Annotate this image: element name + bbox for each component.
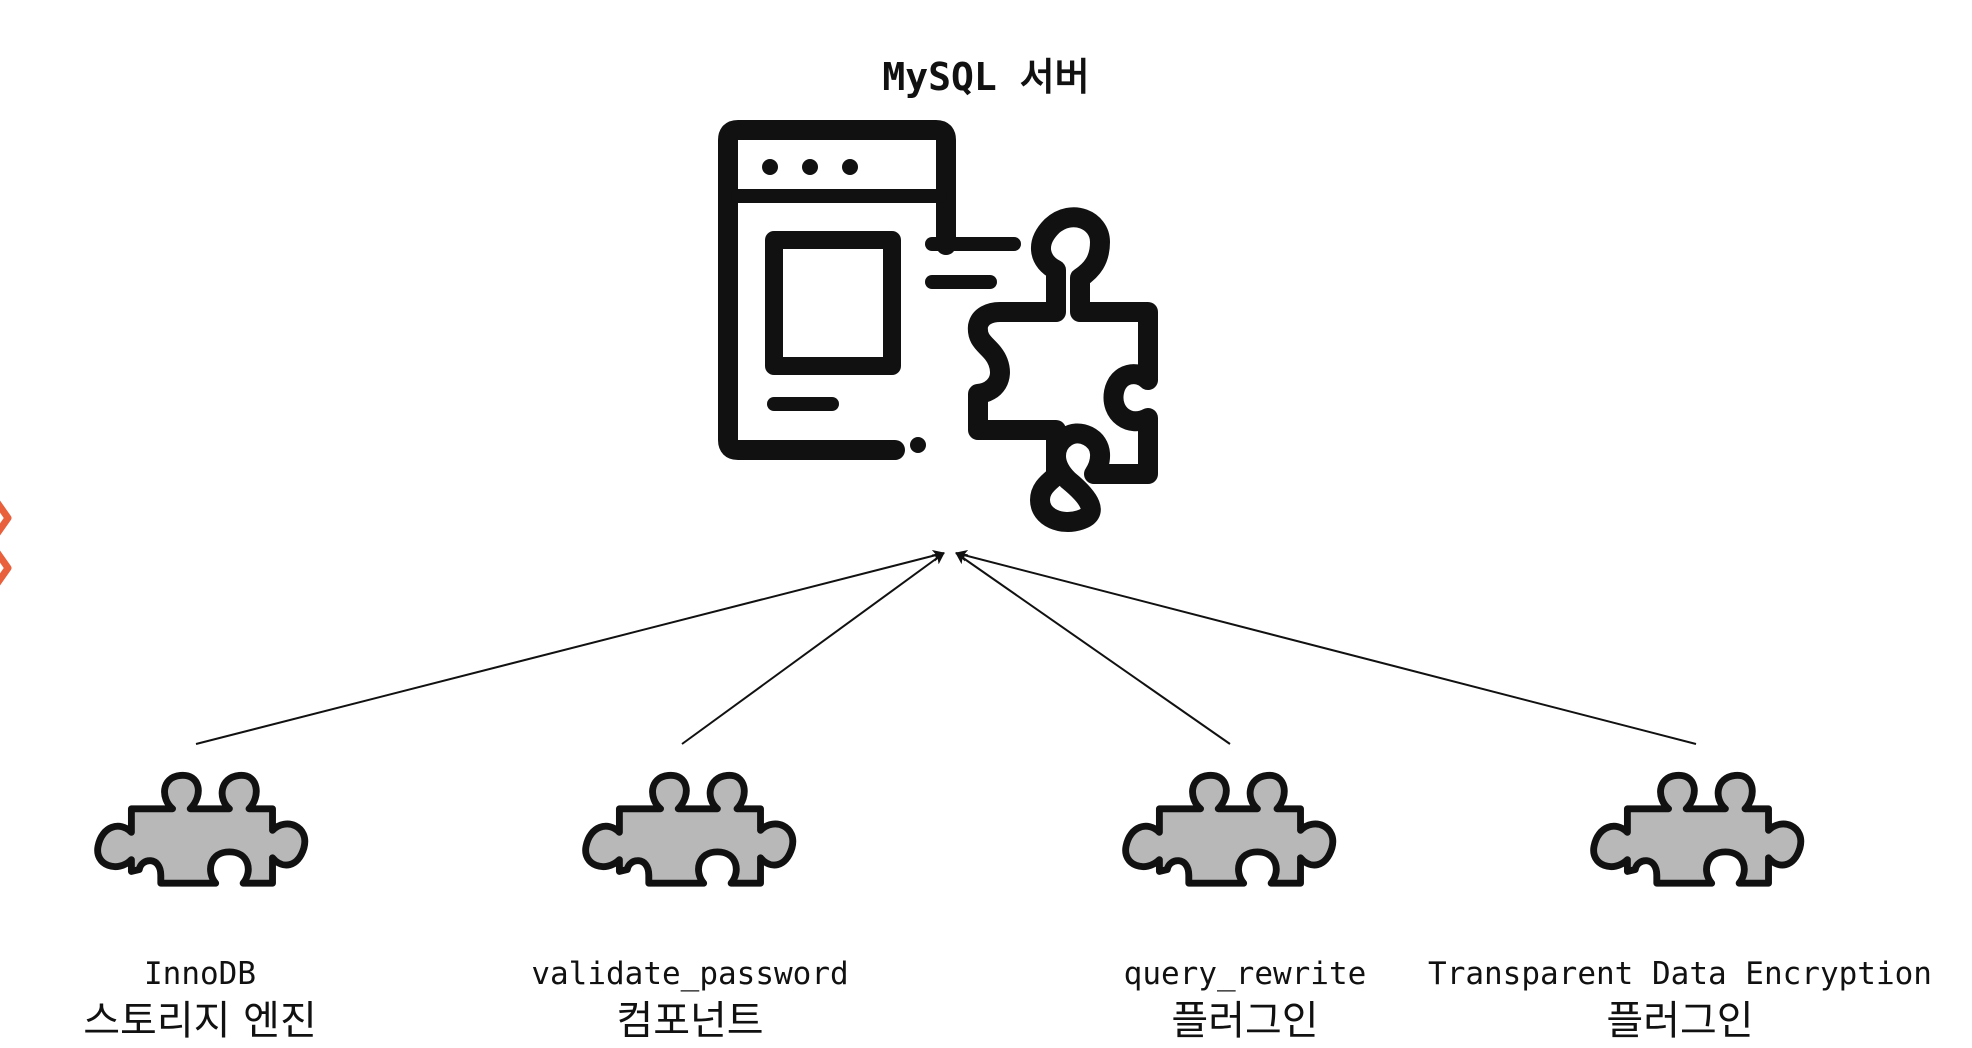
arrow-query-rewrite bbox=[955, 552, 1231, 745]
plugin-kind: 플러그인 bbox=[1171, 997, 1319, 1044]
plugin-name: Transparent Data Encryption bbox=[1428, 956, 1932, 992]
arrow-innodb bbox=[195, 549, 945, 745]
arrow-validate-password bbox=[681, 552, 945, 745]
plugin-kind: 컴포넌트 bbox=[616, 997, 764, 1044]
plugin-name: query_rewrite bbox=[1123, 956, 1367, 992]
plugin-label-query-rewrite: query_rewrite 플러그인 bbox=[1060, 955, 1430, 1046]
plugin-kind: 플러그인 bbox=[1606, 997, 1754, 1044]
puzzle-piece-icon bbox=[1594, 775, 1801, 883]
plugin-label-validate-password: validate_password 컴포넌트 bbox=[470, 955, 910, 1046]
plugin-kind: 스토리지 엔진 bbox=[83, 997, 317, 1044]
edge-chevron-decoration bbox=[0, 500, 12, 586]
plugin-name: validate_password bbox=[531, 956, 849, 992]
puzzle-piece-icon bbox=[1126, 775, 1333, 883]
plugin-label-innodb: InnoDB 스토리지 엔진 bbox=[30, 955, 370, 1046]
server-window-puzzle-icon bbox=[718, 120, 1158, 532]
plugin-name: InnoDB bbox=[144, 956, 256, 992]
plugin-label-tde: Transparent Data Encryption 플러그인 bbox=[1400, 955, 1960, 1046]
arrow-tde bbox=[955, 549, 1697, 745]
puzzle-piece-icon bbox=[586, 775, 793, 883]
puzzle-piece-icon bbox=[98, 775, 305, 883]
server-title: MySQL 서버 bbox=[882, 55, 1089, 99]
arrows bbox=[195, 549, 1697, 745]
